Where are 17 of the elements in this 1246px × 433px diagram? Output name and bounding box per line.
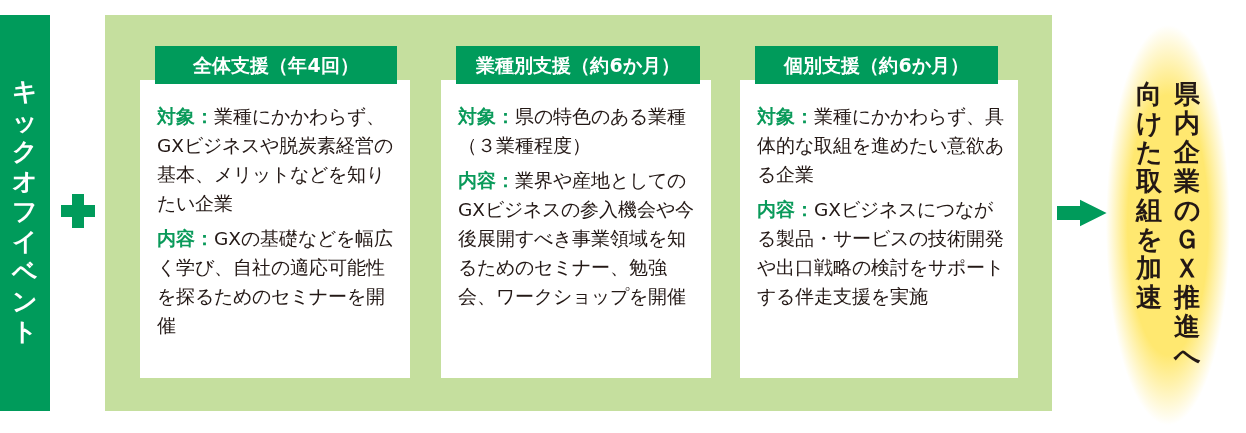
panel-background [105,15,1052,411]
description-text: 対象：業種にかかわらず、具体的な取組を進めたい意欲ある企業 [757,105,1004,187]
card [740,80,1018,378]
card-heading: 全体支援（年4回） [155,46,397,84]
card [441,80,711,378]
description-text: 対象：県の特色のある業種（３業種程度） [458,105,687,158]
band-label: キックオフイベント [12,77,38,347]
description-text: 内容：GXビジネスにつながる製品・サービスの技術開発や出口戦略の検討をサポートする伴走支援を実施 [757,198,1004,309]
description-text: 内容：業界や産地としてのGXビジネスの参入機会や今後展開すべき事業領域を知るためのセミナー、勉強会、ワークショップを開催 [458,169,695,309]
card-heading: 業種別支援（約6か月） [456,46,700,84]
arrow [1057,199,1107,227]
goal-text: 県内企業のＧＸ推進へ向けた取組を加速 [1135,80,1201,370]
card-heading: 個別支援（約6か月） [755,46,998,84]
description-text: 対象：業種にかかわらず、GXビジネスや脱炭素経営の基本、メリットなどを知りたい企業 [157,105,394,216]
event-band [0,15,50,411]
card [140,80,410,378]
description-text: 内容：GXの基礎などを幅広く学び、自社の適応可能性を探るためのセミナーを開催 [157,227,394,338]
